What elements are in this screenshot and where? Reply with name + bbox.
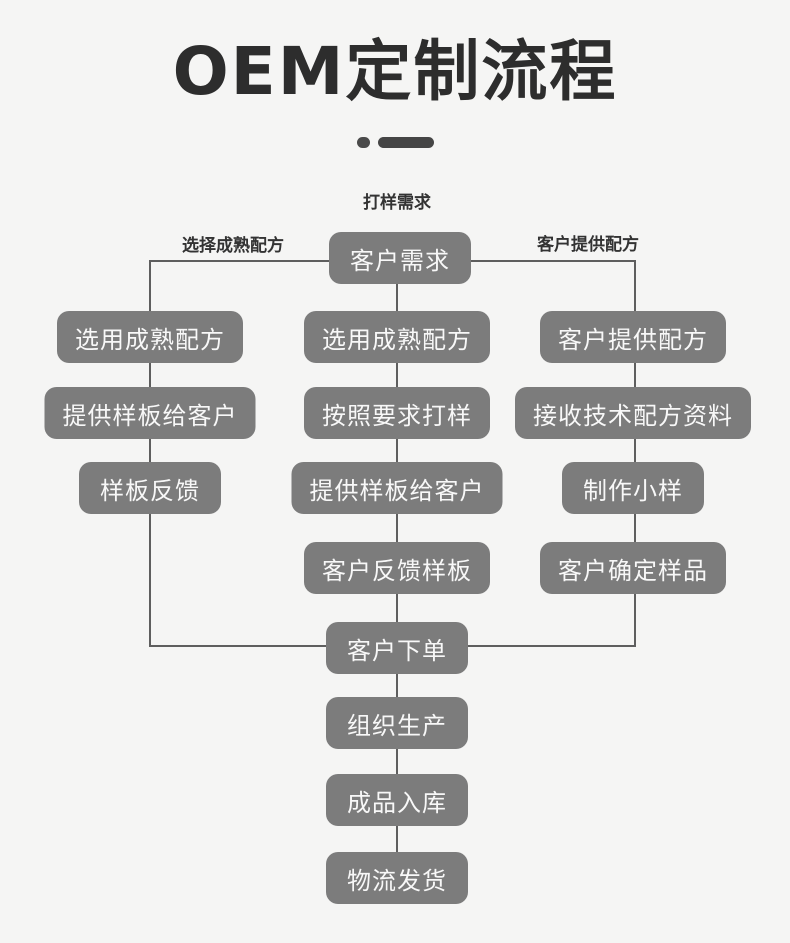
connector-right-1-2 [634, 363, 636, 389]
node-customer-places-order: 客户下单 [326, 622, 468, 674]
node-customer-demand: 客户需求 [329, 232, 471, 284]
connector-root-to-right-branch [399, 260, 635, 262]
page-title: OEM定制流程 [172, 33, 618, 110]
connector-root-to-left-branch [149, 260, 401, 262]
connector-middle-1-2 [396, 363, 398, 389]
connector-left-2-3 [149, 439, 151, 464]
connector-left-branch-down [149, 260, 151, 313]
node-finished-goods-warehousing: 成品入库 [326, 774, 468, 826]
node-middle-use-mature-formula: 选用成熟配方 [304, 311, 490, 363]
connector-converge-left [149, 645, 398, 647]
node-right-customer-provides-formula: 客户提供配方 [540, 311, 726, 363]
connector-middle-to-order [396, 594, 398, 624]
connector-converge-right [397, 645, 636, 647]
connector-right-to-converge [634, 594, 636, 647]
connector-right-branch-down [634, 260, 636, 313]
connector-right-3-4 [634, 514, 636, 544]
node-middle-sample-per-requirements: 按照要求打样 [304, 387, 490, 439]
underline-bar [377, 137, 434, 148]
connector-tail-2-3 [396, 749, 398, 776]
underline-dot [356, 137, 370, 148]
connector-right-2-3 [634, 439, 636, 464]
node-left-provide-sample-to-customer: 提供样板给客户 [44, 387, 256, 439]
node-right-receive-technical-formula-data: 接收技术配方资料 [515, 387, 751, 439]
connector-tail-1-2 [396, 674, 398, 699]
node-left-use-mature-formula: 选用成熟配方 [57, 311, 243, 363]
connector-left-to-converge [149, 514, 151, 647]
node-right-make-small-sample: 制作小样 [562, 462, 704, 514]
node-middle-provide-sample-to-customer: 提供样板给客户 [291, 462, 503, 514]
connector-middle-3-4 [396, 514, 398, 544]
label-customer-provides-formula: 客户提供配方 [537, 235, 639, 255]
title-underline-decoration [0, 137, 790, 148]
label-choose-mature-formula: 选择成熟配方 [182, 236, 284, 256]
node-logistics-shipping: 物流发货 [326, 852, 468, 904]
connector-middle-2-3 [396, 439, 398, 464]
connector-tail-3-4 [396, 826, 398, 854]
node-left-sample-feedback: 样板反馈 [79, 462, 221, 514]
label-sampling-demand: 打样需求 [363, 193, 431, 213]
node-organize-production: 组织生产 [326, 697, 468, 749]
connector-left-1-2 [149, 363, 151, 389]
node-middle-customer-sample-feedback: 客户反馈样板 [304, 542, 490, 594]
connector-root-down [396, 284, 398, 313]
node-right-customer-confirms-sample: 客户确定样品 [540, 542, 726, 594]
